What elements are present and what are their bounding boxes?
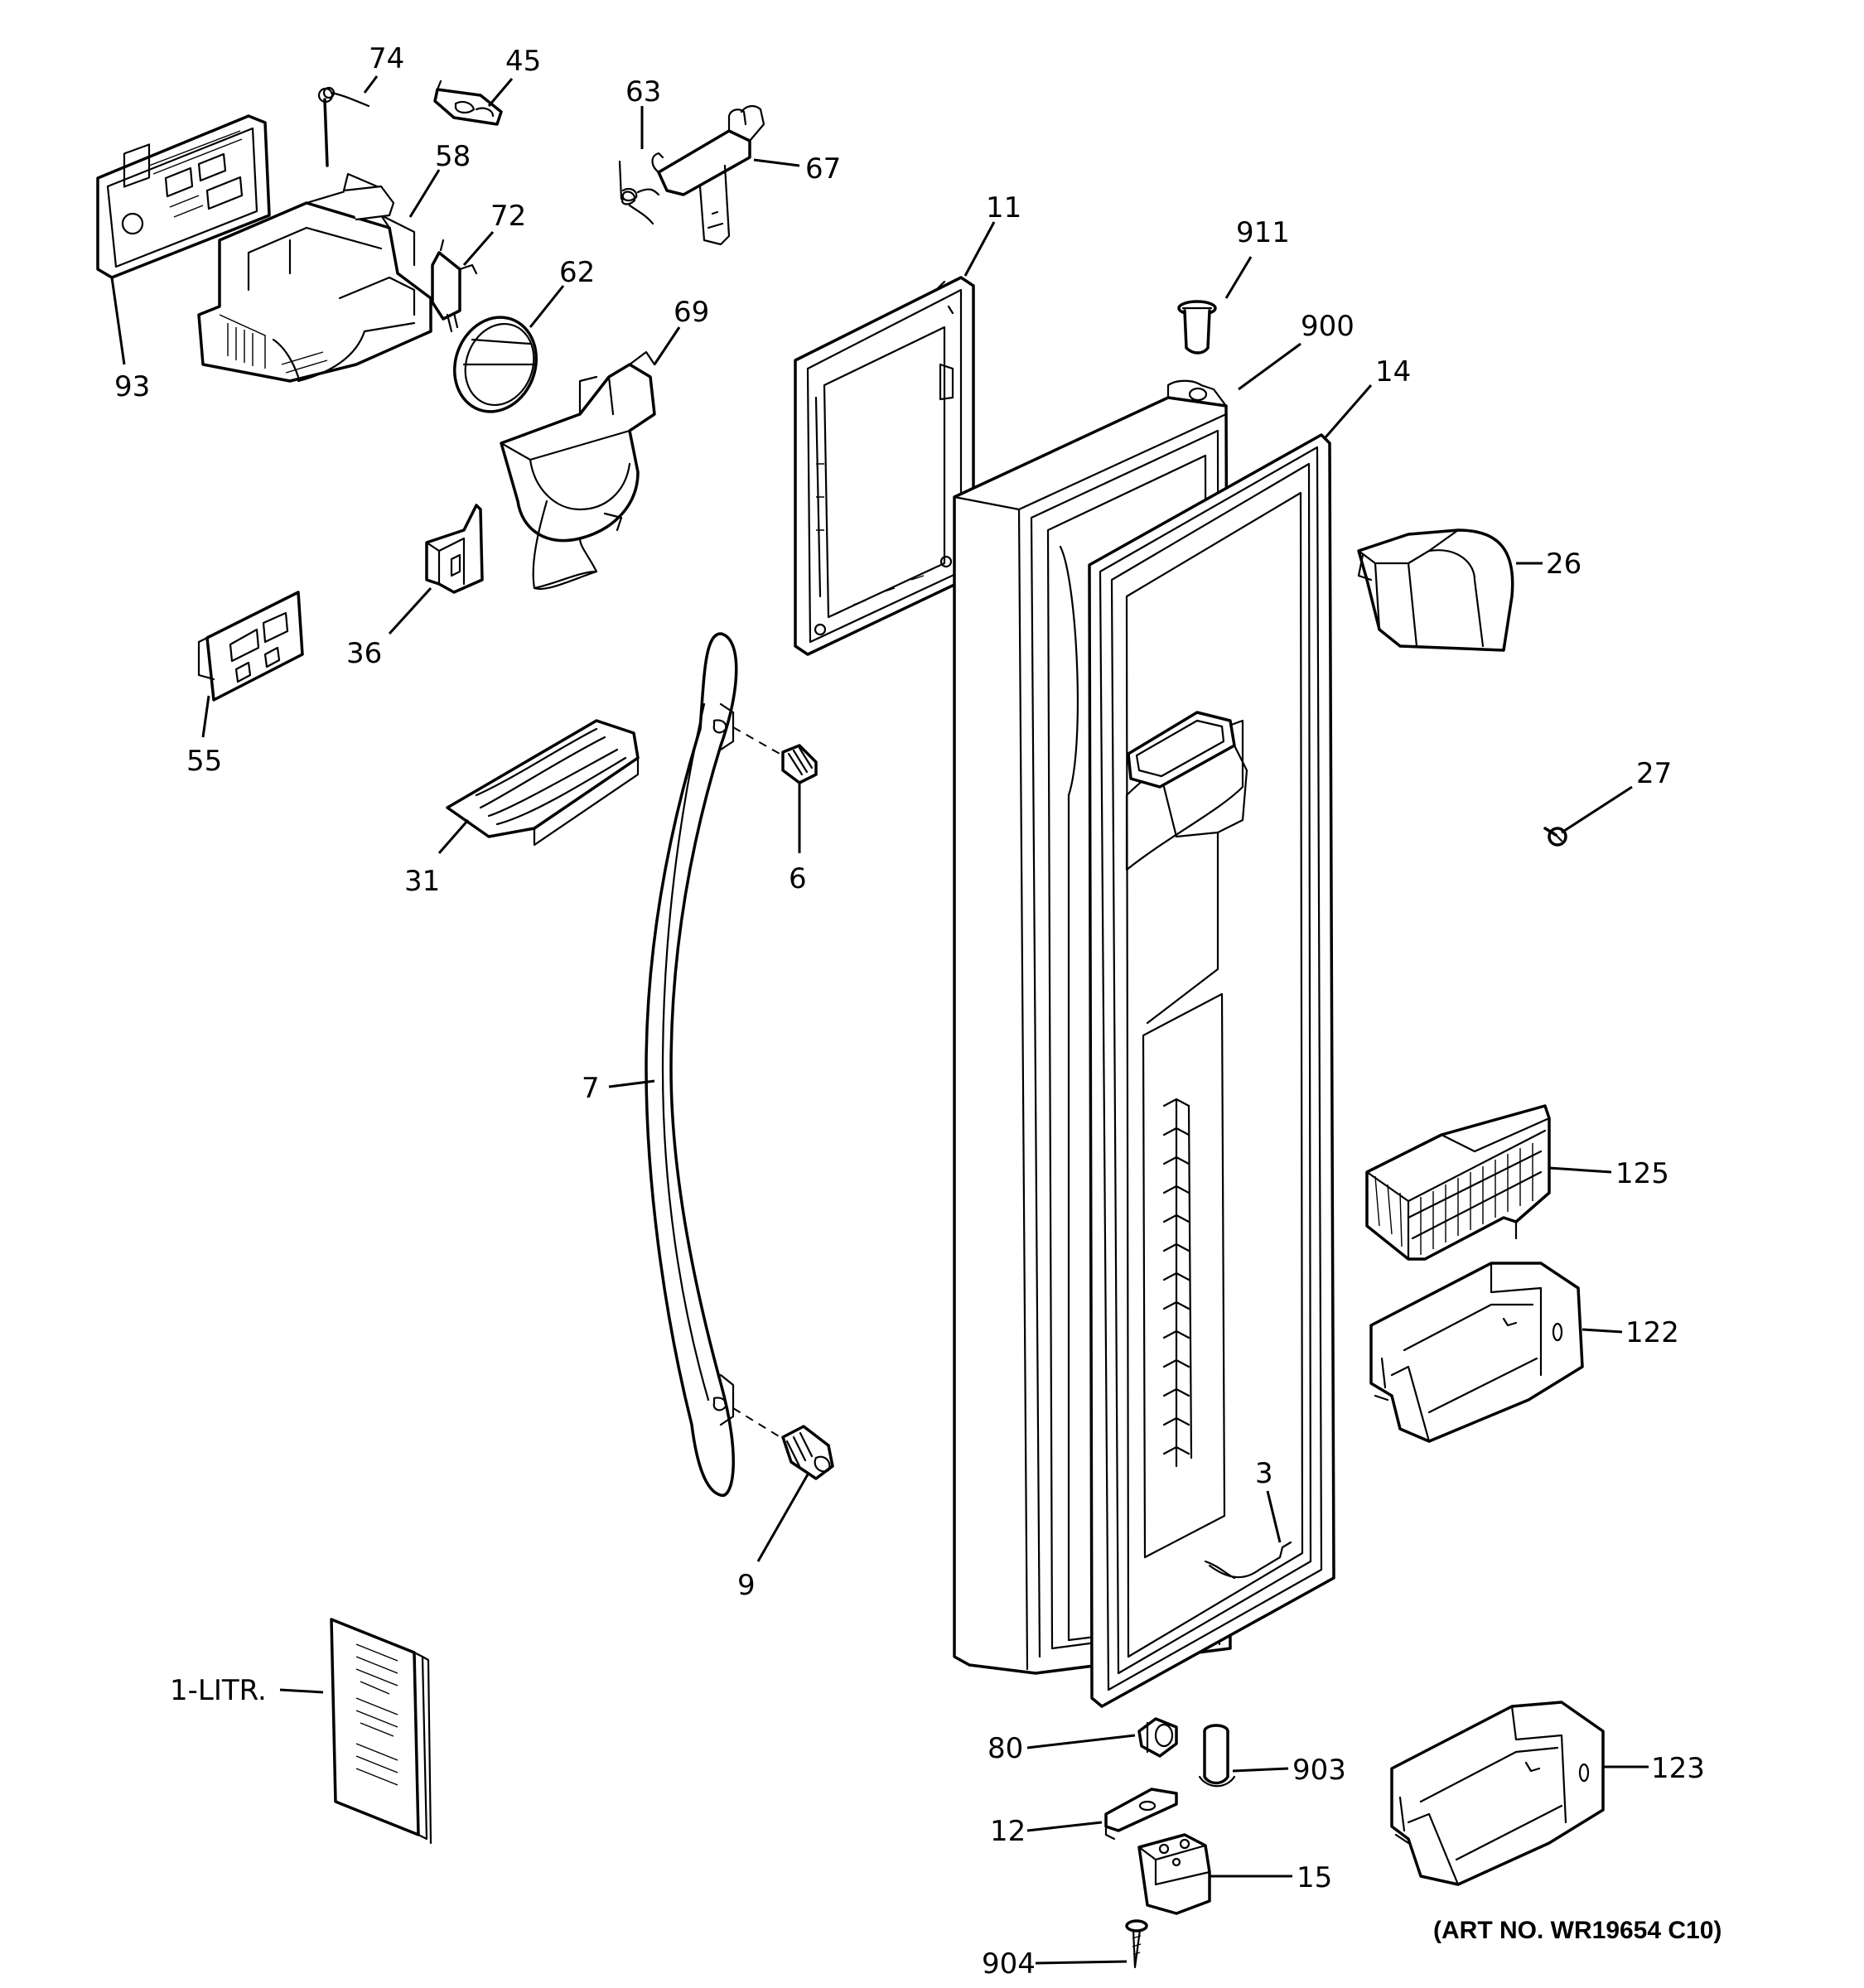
label-63: 63 <box>625 75 661 109</box>
label-31: 31 <box>404 865 440 898</box>
part-36-bracket <box>425 504 484 594</box>
part-911-cap <box>1177 300 1217 355</box>
label-3: 3 <box>1255 1457 1273 1490</box>
label-58: 58 <box>435 140 471 173</box>
label-67: 67 <box>805 152 841 186</box>
label-27: 27 <box>1636 757 1672 790</box>
part-45-bracket <box>433 80 503 126</box>
part-903-bushing <box>1198 1724 1236 1788</box>
part-6-bolt <box>732 726 818 784</box>
label-69: 69 <box>674 296 709 329</box>
part-69-funnel <box>500 350 656 591</box>
part-904-screw <box>1125 1919 1148 1969</box>
label-9: 9 <box>737 1569 756 1602</box>
part-26-cover <box>1357 528 1514 652</box>
label-123: 123 <box>1651 1752 1705 1785</box>
part-15-hinge <box>1137 1833 1211 1915</box>
label-903: 903 <box>1292 1754 1346 1787</box>
part-72-switch <box>431 239 478 333</box>
label-26: 26 <box>1546 548 1582 581</box>
part-9-mount <box>732 1407 834 1480</box>
label-74: 74 <box>369 42 404 75</box>
part-11-dispenser-frame <box>794 276 975 656</box>
part-80-bumper <box>1137 1717 1178 1758</box>
part-58-bracket <box>342 185 395 221</box>
part-62-ring <box>452 316 538 413</box>
part-67-pivot-arm <box>651 104 765 246</box>
part-55-switch-plate <box>197 591 304 702</box>
label-7: 7 <box>582 1072 600 1105</box>
label-12: 12 <box>990 1815 1026 1848</box>
label-6: 6 <box>789 862 807 895</box>
part-74-spring <box>317 86 370 167</box>
label-72: 72 <box>490 200 526 233</box>
label-122: 122 <box>1625 1316 1679 1349</box>
label-911: 911 <box>1236 216 1290 249</box>
art-number: (ART NO. WR19654 C10) <box>1433 1917 1722 1944</box>
label-904: 904 <box>982 1947 1036 1981</box>
label-80: 80 <box>988 1732 1023 1765</box>
part-14-door-liner <box>1088 433 1335 1708</box>
part-1-literature <box>330 1618 432 1845</box>
part-123-door-bin <box>1390 1701 1605 1886</box>
leader-lines <box>110 75 1649 1965</box>
part-122-door-bin <box>1369 1262 1584 1443</box>
label-36: 36 <box>346 637 382 670</box>
part-12-bracket <box>1104 1788 1178 1841</box>
label-125: 125 <box>1615 1157 1669 1190</box>
part-labels: 74 45 63 67 58 72 62 69 93 36 55 31 6 7 … <box>114 42 1722 1981</box>
part-93-control-housing <box>96 114 432 383</box>
part-31-drip-tray <box>446 719 640 847</box>
label-14: 14 <box>1375 355 1411 388</box>
part-125-wire-bin <box>1365 1104 1551 1261</box>
label-62: 62 <box>559 256 595 289</box>
label-45: 45 <box>505 45 541 78</box>
part-7-handle <box>645 632 738 1497</box>
label-93: 93 <box>114 370 150 403</box>
label-1-litr: 1-LITR. <box>170 1674 267 1707</box>
label-15: 15 <box>1297 1861 1332 1894</box>
label-55: 55 <box>186 745 222 778</box>
label-11: 11 <box>986 191 1021 224</box>
label-900: 900 <box>1301 310 1355 343</box>
part-63-torsion-spring <box>618 160 660 225</box>
shelf-rail-clips <box>1162 1098 1193 1468</box>
